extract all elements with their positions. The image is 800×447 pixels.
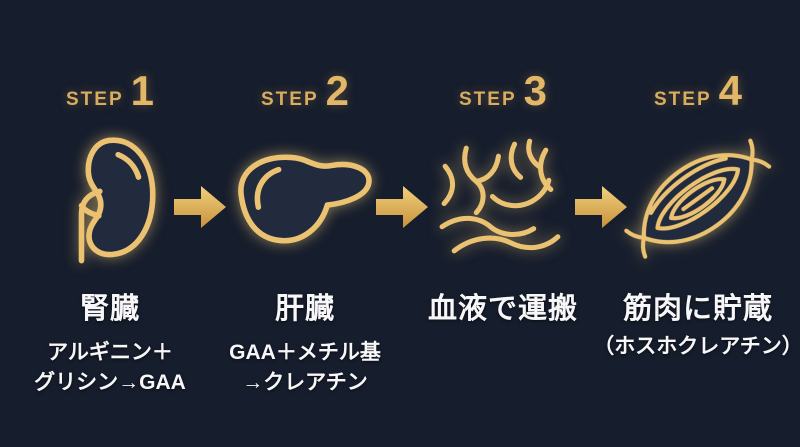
right-arrow-icon bbox=[376, 186, 428, 228]
step-1-header: STEP 1 bbox=[66, 70, 154, 116]
right-arrow-icon bbox=[575, 186, 627, 228]
step-number: 2 bbox=[325, 67, 349, 114]
liver-icon bbox=[210, 116, 400, 281]
step-2-subtitle: GAA＋メチル基 →クレアチン bbox=[229, 338, 381, 398]
blood-vessels-icon bbox=[408, 116, 598, 281]
muscle-icon bbox=[598, 116, 798, 281]
subtitle-line: アルギニン＋ bbox=[47, 341, 173, 364]
step-1-subtitle: アルギニン＋ グリシン→GAA bbox=[34, 338, 186, 398]
subtitle-line: →クレアチン bbox=[242, 371, 368, 394]
step-4-title: 筋肉に貯蔵 bbox=[622, 293, 773, 325]
right-arrow-icon bbox=[174, 186, 226, 228]
step-label: STEP bbox=[261, 89, 319, 110]
step-4-subtitle: （ホスホクレアチン） bbox=[593, 332, 800, 362]
step-4: STEP 4 筋肉に貯蔵 （ホスホクレアチン） bbox=[593, 70, 800, 362]
step-4-header: STEP 4 bbox=[654, 70, 742, 116]
subtitle-line: GAA＋メチル基 bbox=[229, 341, 381, 364]
kidney-icon bbox=[15, 116, 205, 281]
step-1: STEP 1 腎臓 アルギニン＋ グリシン→GAA bbox=[15, 70, 205, 398]
step-2: STEP 2 肝臓 GAA＋メチル基 →クレアチン bbox=[210, 70, 400, 398]
step-3-header: STEP 3 bbox=[459, 70, 547, 116]
step-number: 4 bbox=[718, 67, 742, 114]
step-1-title: 腎臓 bbox=[79, 293, 140, 325]
step-2-title: 肝臓 bbox=[274, 293, 335, 325]
subtitle-line: （ホスホクレアチン） bbox=[593, 335, 800, 358]
step-label: STEP bbox=[654, 89, 712, 110]
step-number: 3 bbox=[523, 67, 547, 114]
subtitle-line: グリシン→GAA bbox=[34, 371, 186, 394]
step-3: STEP 3 血液で運搬 bbox=[408, 70, 598, 338]
step-2-header: STEP 2 bbox=[261, 70, 349, 116]
step-3-title: 血液で運搬 bbox=[427, 293, 578, 325]
step-number: 1 bbox=[130, 67, 154, 114]
step-label: STEP bbox=[459, 89, 517, 110]
step-label: STEP bbox=[66, 89, 124, 110]
